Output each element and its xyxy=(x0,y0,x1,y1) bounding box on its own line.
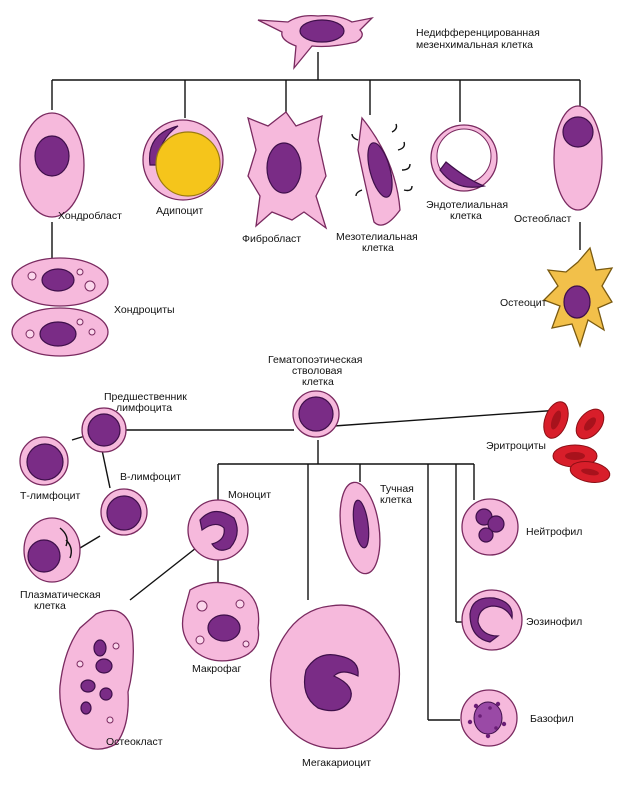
label-chondroblast: Хондробласт xyxy=(58,210,122,222)
monocyte-cell xyxy=(187,499,249,561)
label-mesenchymal-1: Недифференцированная xyxy=(416,27,540,39)
label-endothelial-1: Эндотелиальная xyxy=(426,199,508,211)
label-mesenchymal-2: мезенхимальная клетка xyxy=(416,39,533,51)
label-osteocyte: Остеоцит xyxy=(500,297,547,309)
mast-cell xyxy=(339,481,381,575)
erythrocytes-cells xyxy=(543,401,611,483)
label-lymph-precursor-1: Предшественник xyxy=(104,391,187,403)
label-adipocyte: Адипоцит xyxy=(156,205,203,217)
chondroblast-cell xyxy=(19,112,85,218)
macrophage-cell xyxy=(181,581,260,662)
fibroblast-cell xyxy=(247,111,328,230)
label-osteoclast: Остеокласт xyxy=(106,736,163,748)
osteoclast-cell xyxy=(59,609,134,750)
label-b-lymphocyte: В-лимфоцит xyxy=(120,471,181,483)
label-mast-1: Тучная xyxy=(380,483,414,495)
megakaryocyte-cell xyxy=(270,604,400,750)
label-mast-2: клетка xyxy=(380,494,412,506)
eosinophil-cell xyxy=(461,589,523,651)
label-lymph-precursor-2: лимфоцита xyxy=(116,402,172,414)
osteocyte-cell xyxy=(542,246,614,349)
t-lymphocyte-cell xyxy=(19,436,69,486)
label-mesothelial-2: клетка xyxy=(362,242,394,254)
label-endothelial-2: клетка xyxy=(450,210,482,222)
label-basophil: Базофил xyxy=(530,713,574,725)
label-plasma-2: клетка xyxy=(34,600,66,612)
label-plasma-1: Плазматическая xyxy=(20,589,101,601)
label-hematopoietic-2: стволовая xyxy=(292,365,342,377)
label-macrophage: Макрофаг xyxy=(192,663,241,675)
b-lymphocyte-cell xyxy=(100,488,148,536)
label-megakaryocyte: Мегакариоцит xyxy=(302,757,371,769)
chondrocytes-cells xyxy=(11,257,109,357)
basophil-cell xyxy=(460,689,518,747)
mesothelial-cell xyxy=(351,116,413,226)
adipocyte-cell xyxy=(142,119,224,201)
label-eosinophil: Эозинофил xyxy=(526,616,582,628)
label-osteoblast: Остеобласт xyxy=(514,213,572,225)
mesenchymal-cell xyxy=(257,14,374,71)
mesenchymal-connectors xyxy=(51,52,581,262)
osteoblast-cell xyxy=(553,105,603,211)
label-hematopoietic-3: клетка xyxy=(302,376,334,388)
endothelial-cell xyxy=(430,124,498,192)
label-mesothelial-1: Мезотелиальная xyxy=(336,231,418,243)
label-neutrophil: Нейтрофил xyxy=(526,526,582,538)
label-erythrocytes: Эритроциты xyxy=(486,440,546,452)
label-monocyte: Моноцит xyxy=(228,489,271,501)
labels: Недифференцированная мезенхимальная клет… xyxy=(20,27,582,769)
neutrophil-cell xyxy=(461,498,519,556)
label-t-lymphocyte: Т-лимфоцит xyxy=(20,490,80,502)
hematopoietic-stem-cell xyxy=(292,390,340,438)
lymphocyte-precursor-cell xyxy=(81,407,127,453)
plasma-cell xyxy=(23,517,81,583)
hematopoietic-connectors xyxy=(71,409,561,721)
label-fibroblast: Фибробласт xyxy=(242,233,301,245)
label-chondrocytes: Хондроциты xyxy=(114,304,175,316)
label-hematopoietic-1: Гематопоэтическая xyxy=(268,354,362,366)
